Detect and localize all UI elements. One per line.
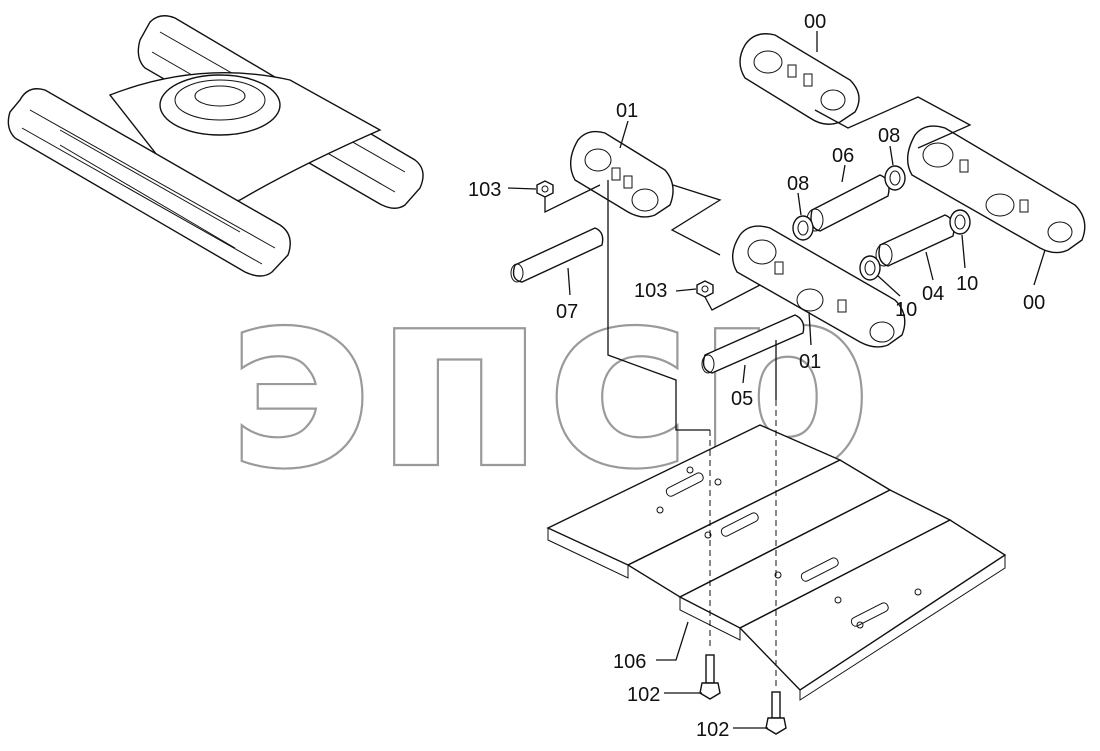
assembly-lines [544, 96, 972, 690]
label-01-lower: 01 [799, 351, 821, 373]
label-00-right: 00 [1023, 292, 1045, 314]
bolt-102-upper [699, 654, 721, 700]
bolt-102-lower [765, 691, 787, 735]
label-106: 106 [613, 651, 646, 673]
label-04: 04 [922, 283, 944, 305]
seal-ring-08-left [792, 215, 814, 241]
label-102-upper: 102 [627, 684, 660, 706]
seal-ring-10-b [859, 255, 881, 281]
label-07: 07 [556, 301, 578, 323]
label-06: 06 [832, 145, 854, 167]
label-10-a: 10 [956, 273, 978, 295]
label-01-upper: 01 [616, 100, 638, 122]
label-08-right: 08 [878, 125, 900, 147]
pin-04 [875, 214, 955, 267]
leader-lines [507, 31, 1046, 729]
pin-07 [510, 227, 604, 283]
nut-103-lower [696, 280, 714, 298]
track-link-00-right [907, 125, 1086, 254]
pin-05 [701, 314, 805, 374]
label-08-left: 08 [787, 173, 809, 195]
track-link-01-lower [732, 225, 906, 348]
seal-ring-10-a [949, 209, 971, 235]
track-shoe-106 [546, 424, 1007, 701]
nut-103-upper [536, 180, 554, 198]
track-link-01-upper [570, 130, 674, 218]
track-frame-front-crawler [7, 88, 291, 277]
callout-labels: 00 01 103 08 06 08 103 07 04 10 10 00 01… [468, 11, 1045, 741]
label-102-lower: 102 [696, 719, 729, 741]
label-00-top: 00 [804, 11, 826, 33]
label-10-b: 10 [895, 299, 917, 321]
track-frame-illustration [7, 15, 424, 277]
bushing-06 [806, 174, 890, 232]
label-05: 05 [731, 388, 753, 410]
label-103-lower: 103 [634, 280, 667, 302]
label-103-upper: 103 [468, 179, 501, 201]
seal-ring-08-right [884, 165, 906, 191]
track-link-00-top [739, 33, 860, 125]
